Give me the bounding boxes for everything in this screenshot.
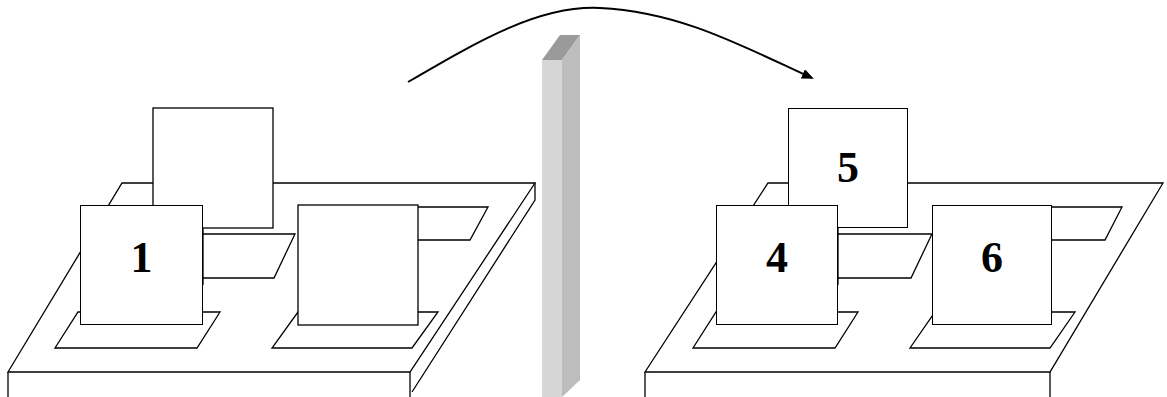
card-number: 1 [81, 236, 202, 280]
card: 6 [932, 205, 1052, 325]
card-number: 6 [933, 236, 1051, 280]
card-number: 4 [717, 236, 837, 280]
card: 1 [80, 205, 203, 325]
card: 4 [716, 205, 838, 325]
wall [542, 35, 580, 397]
card-number: 5 [789, 146, 907, 190]
left-tray [8, 108, 535, 397]
transfer-arrow [408, 8, 812, 82]
